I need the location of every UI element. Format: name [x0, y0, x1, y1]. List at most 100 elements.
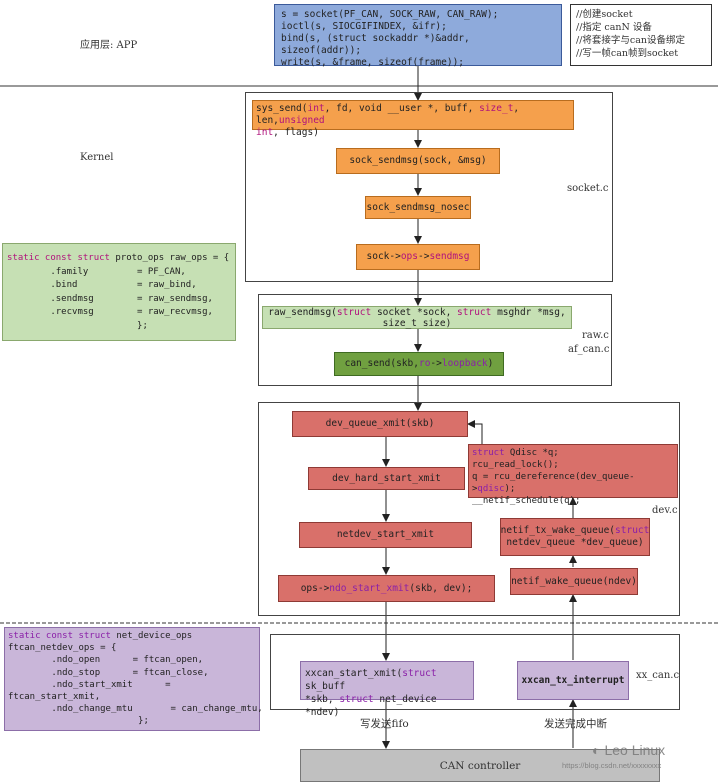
code-token: ->: [418, 251, 430, 262]
code-token: Qdisc *q;: [504, 448, 559, 458]
code-keyword: int: [256, 127, 274, 138]
code-line: .ndo_change_mtu = can_change_mtu,: [8, 704, 263, 715]
code-token: raw_sendmsg(: [268, 306, 337, 318]
code-token: msghdr *msg,: [491, 306, 566, 318]
dev-queue-xmit-box: dev_queue_xmit(skb): [292, 411, 468, 437]
watermark-brand: Leo Linux: [604, 742, 666, 758]
dev-c-container: [258, 402, 680, 616]
code-token: net_device_ops: [110, 631, 193, 641]
can-send-box: can_send(skb, ro->loopback): [334, 352, 504, 376]
app-comment-box: //创建socket //指定 canN 设备 //将套接字与can设备绑定 /…: [570, 4, 712, 66]
code-token: size_t size): [382, 317, 452, 329]
code-keyword: qdisc: [477, 484, 505, 494]
code-keyword: int: [307, 103, 325, 114]
code-keyword: ro: [418, 358, 431, 369]
code-token: , len,: [256, 103, 520, 126]
code-token: *skb,: [305, 694, 340, 705]
netif-tx-wake-queue-box: netif_tx_wake_queue(struct netdev_queue …: [500, 518, 650, 556]
write-fifo-label: 写发送fifo: [360, 718, 409, 730]
code-token: ): [487, 358, 494, 369]
code-line: .ndo_start_xmit =: [8, 679, 171, 690]
code-line: .bind = raw_bind,: [7, 280, 197, 290]
code-line: ftcan_netdev_ops = {: [8, 643, 117, 654]
socket-c-container: [245, 92, 613, 282]
code-keyword: ndo_start_xmit: [329, 582, 410, 594]
code-line: };: [7, 320, 148, 331]
code-line: ftcan_start_xmit,: [8, 692, 101, 703]
code-keyword: struct: [336, 306, 372, 318]
app-comment-line: //创建socket: [576, 9, 633, 20]
raw-sendmsg-box: raw_sendmsg(struct socket *sock, struct …: [262, 306, 572, 329]
raw-ops-box: static const struct proto_ops raw_ops = …: [2, 243, 236, 341]
code-token: q = rcu_dereference(dev_queue->: [472, 472, 635, 494]
ops-sendmsg-box: sock->ops->sendmsg: [356, 244, 480, 270]
code-line: .ndo_open = ftcan_open,: [8, 655, 204, 666]
raw-c-container: [258, 294, 612, 386]
code-token: sk_buff: [305, 681, 346, 692]
code-token: , fd, void __user *, buff,: [324, 103, 480, 114]
code-keyword: struct: [339, 694, 374, 705]
watermark-url: https://blog.csdn.net/xxxxxxxx: [562, 761, 662, 770]
code-token: socket *sock,: [371, 306, 458, 318]
code-token: ->: [430, 358, 442, 369]
code-line: rcu_read_lock();: [472, 460, 559, 470]
code-line: .family = PF_CAN,: [7, 266, 186, 277]
kernel-label: Kernel: [80, 152, 114, 163]
code-token: netif_tx_wake_queue(: [500, 525, 616, 536]
app-comment-line: //写一帧can帧到socket: [576, 48, 679, 59]
code-keyword: sendmsg: [429, 251, 470, 262]
sock-sendmsg-nosec-box: sock_sendmsg_nosec: [365, 196, 471, 219]
code-keyword: static const struct: [8, 631, 111, 641]
code-token: sys_send(: [256, 103, 308, 114]
code-token: can_send(skb,: [344, 358, 419, 369]
code-line: };: [8, 716, 149, 727]
app-comment-line: //指定 canN 设备: [576, 22, 652, 33]
code-token: xxcan_start_xmit(: [305, 668, 403, 679]
code-keyword: static const struct: [7, 253, 110, 263]
code-keyword: size_t: [479, 103, 514, 114]
code-line: __netif_schedule(q);: [472, 496, 581, 506]
app-code-line: bind(s, (struct sockaddr *)&addr, sizeof…: [281, 33, 470, 56]
socket-c-filename: socket.c: [567, 183, 609, 194]
code-line: .sendmsg = raw_sendmsg,: [7, 293, 213, 304]
code-line: static const struct proto_ops raw_ops = …: [7, 252, 231, 266]
code-token: ops->: [300, 582, 330, 594]
sys-send-box: sys_send(int, fd, void __user *, buff, s…: [252, 100, 574, 138]
xx-can-c-container: [270, 634, 680, 710]
code-keyword: struct: [472, 448, 505, 458]
ndo-start-xmit-box: ops->ndo_start_xmit(skb, dev);: [278, 575, 495, 602]
code-token: sock->: [366, 251, 401, 262]
app-code-line: ioctl(s, SIOCGIFINDEX, &ifr);: [281, 21, 447, 32]
wechat-icon: ◐: [592, 742, 601, 758]
xx-can-c-filename: xx_can.c: [636, 670, 680, 681]
can-controller-box: CAN controller: [300, 749, 660, 782]
app-code-box: s = socket(PF_CAN, SOCK_RAW, CAN_RAW); i…: [274, 4, 562, 68]
dev-c-filename: dev.c: [652, 505, 678, 516]
code-token: );: [504, 484, 516, 494]
xxcan-tx-interrupt-box: xxcan_tx_interrupt: [517, 661, 629, 700]
code-line: static const struct net_device_ops: [8, 630, 256, 642]
code-keyword: struct: [615, 525, 650, 536]
code-token: netdev_queue *dev_queue): [506, 537, 644, 548]
netif-wake-queue-box: netif_wake_queue(ndev): [510, 568, 638, 595]
sock-sendmsg-box: sock_sendmsg(sock, &msg): [336, 148, 500, 174]
arrow-qdisc-to-devqueuexmit: [467, 420, 483, 444]
code-keyword: unsigned: [278, 115, 325, 126]
code-keyword: loopback: [441, 358, 488, 369]
app-comment-line: //将套接字与can设备绑定: [576, 35, 686, 46]
app-layer-label: 应用层: APP: [80, 40, 138, 51]
code-keyword: struct: [402, 668, 437, 679]
netdev-ops-box: static const struct net_device_ops ftcan…: [4, 627, 263, 731]
code-line: .ndo_stop = ftcan_close,: [8, 667, 209, 678]
app-code-line: write(s, &frame, sizeof(frame));: [281, 57, 465, 68]
xxcan-start-xmit-box: xxcan_start_xmit(struct sk_buff *skb, st…: [300, 661, 474, 718]
app-code-line: s = socket(PF_CAN, SOCK_RAW, CAN_RAW);: [281, 9, 499, 20]
code-token: net_device *ndev): [305, 694, 437, 718]
dev-hard-start-xmit-box: dev_hard_start_xmit: [308, 467, 465, 490]
raw-c-filename: raw.c: [582, 330, 609, 341]
send-done-label: 发送完成中断: [544, 718, 607, 730]
code-token: (skb, dev);: [409, 582, 473, 594]
code-token: proto_ops raw_ops = {: [109, 253, 230, 263]
code-keyword: ops: [400, 251, 418, 262]
